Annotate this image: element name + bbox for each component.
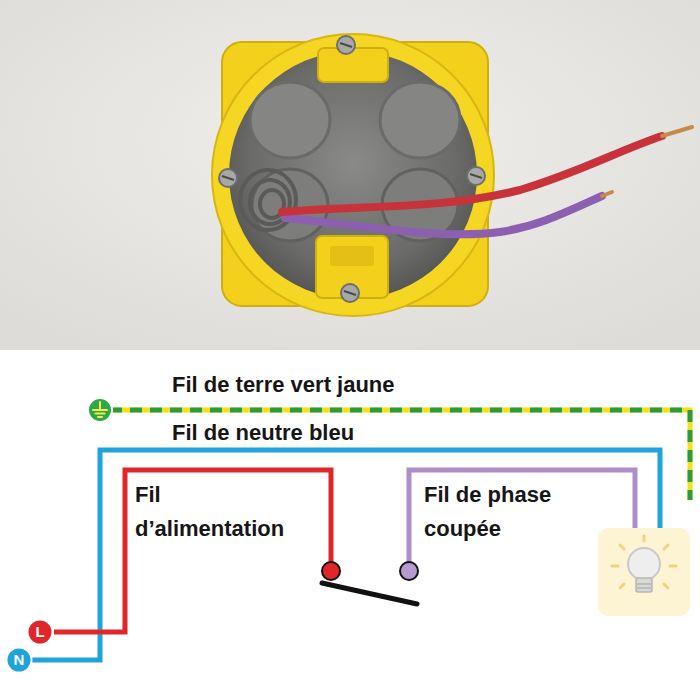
wire-label: Fil de phase coupée [424,478,589,546]
terminal-letter: L [26,618,54,646]
junction-box [212,34,494,316]
terminal-letter: N [5,646,33,674]
earth-symbol [88,398,112,422]
wire-label: Fil d’alimentation [135,478,315,546]
earth-wire [110,410,690,500]
neutral-wire [32,450,660,660]
wire-label: Fil de neutre bleu [172,416,452,450]
switch-symbol [322,562,418,604]
terminal-circle: N [5,646,33,674]
terminal-circle: L [26,618,54,646]
photo-wires [282,127,692,234]
supply-wire [54,470,331,632]
wire-label: Fil de terre vert jaune [172,368,502,402]
wall [0,0,700,350]
lamp-symbol [598,528,690,616]
